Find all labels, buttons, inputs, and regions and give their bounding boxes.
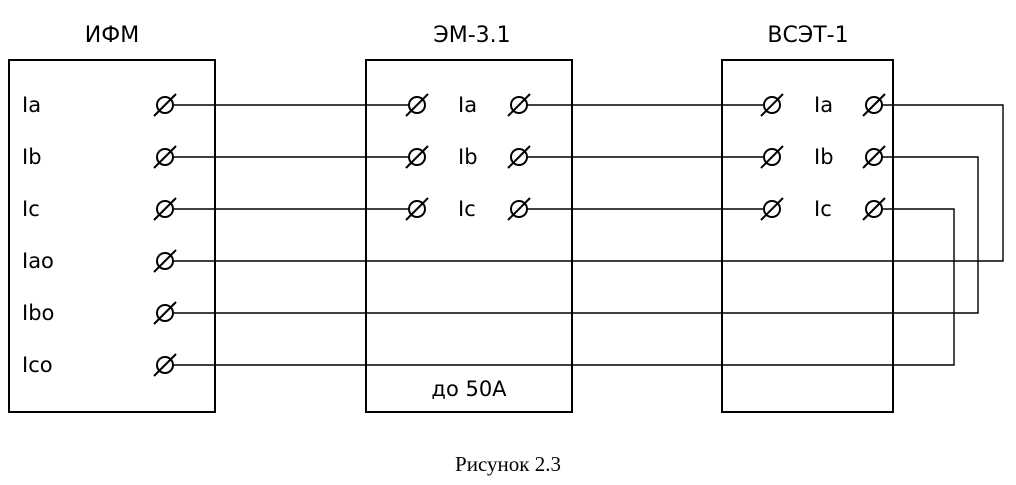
- block-title: ИФМ: [85, 23, 139, 48]
- wire: [173, 208, 955, 366]
- wire: [173, 104, 1004, 262]
- block-vset1-frame: [721, 59, 894, 413]
- terminal-icon: [507, 197, 531, 221]
- terminal-icon: [405, 197, 429, 221]
- block-title: ЭМ-3.1: [433, 23, 510, 48]
- terminal-icon: [153, 93, 177, 117]
- terminal-icon: [153, 197, 177, 221]
- pin-label: Ic: [22, 197, 40, 221]
- pin-label: Ic: [458, 197, 476, 221]
- pin-label: Ib: [814, 145, 834, 169]
- terminal-icon: [153, 145, 177, 169]
- pin-label: Iao: [22, 249, 54, 273]
- pin-label: Ia: [22, 93, 41, 117]
- pin-label: Ico: [22, 353, 53, 377]
- terminal-icon: [153, 301, 177, 325]
- terminal-icon: [760, 145, 784, 169]
- terminal-icon: [507, 93, 531, 117]
- terminal-icon: [405, 145, 429, 169]
- terminal-icon: [862, 93, 886, 117]
- terminal-icon: [760, 93, 784, 117]
- terminal-icon: [507, 145, 531, 169]
- terminal-icon: [405, 93, 429, 117]
- terminal-icon: [153, 353, 177, 377]
- figure-caption: Рисунок 2.3: [455, 452, 561, 476]
- block-title: ВСЭТ-1: [767, 23, 848, 48]
- wire: [173, 156, 979, 314]
- pin-label: Ib: [458, 145, 478, 169]
- pin-label: Ia: [814, 93, 833, 117]
- pin-label: Ibo: [22, 301, 54, 325]
- terminal-icon: [153, 249, 177, 273]
- block-ifm-frame: [8, 59, 216, 413]
- terminal-icon: [760, 197, 784, 221]
- pin-label: Ic: [814, 197, 832, 221]
- terminal-icon: [862, 145, 886, 169]
- terminal-icon: [862, 197, 886, 221]
- pin-label: Ib: [22, 145, 42, 169]
- wires: [173, 104, 1004, 366]
- block-rating-note: до 50А: [431, 377, 507, 401]
- pin-label: Ia: [458, 93, 477, 117]
- block-em31-frame: [365, 59, 573, 413]
